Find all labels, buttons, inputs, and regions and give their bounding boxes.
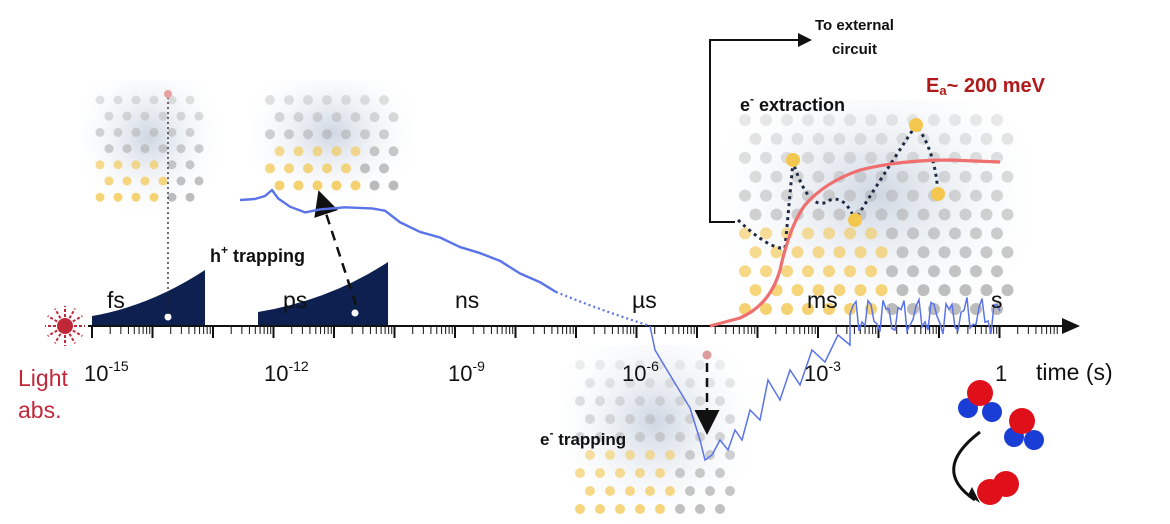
ps-pulse-dot bbox=[351, 309, 359, 317]
excited-electron-dot bbox=[164, 90, 172, 98]
unit-label-s: s bbox=[991, 287, 1003, 313]
tick-label-1e-15: 10-15 bbox=[84, 358, 129, 386]
external-circuit-label: To external circuit bbox=[815, 17, 894, 58]
tick-label-1: 1 bbox=[995, 361, 1008, 386]
time-axis-arrowhead bbox=[1062, 318, 1080, 334]
light-source-icon bbox=[45, 306, 85, 346]
unit-label-us: µs bbox=[632, 287, 657, 313]
lattice-insets bbox=[80, 80, 1028, 524]
unit-label-ms: ms bbox=[807, 287, 838, 313]
e-extraction-label: e- extraction bbox=[740, 92, 846, 115]
transient-trace-dotted-segment bbox=[555, 290, 651, 328]
unit-label-ns: ns bbox=[455, 287, 480, 313]
tick-label-1e-12: 10-12 bbox=[264, 358, 309, 386]
extraction-node-2 bbox=[848, 213, 862, 227]
external-circuit-arrowhead bbox=[798, 33, 812, 47]
tick-label-1e-3: 10-3 bbox=[804, 358, 841, 386]
activation-energy-label: Ea~ 200 meV bbox=[926, 75, 1045, 98]
water-molecules-icon bbox=[952, 380, 1044, 505]
transient-absorption-trace bbox=[239, 188, 557, 294]
ps-pulse-shape bbox=[258, 262, 388, 326]
h-trapping-arrow bbox=[314, 190, 358, 306]
e-trapping-label: e- trapping bbox=[540, 426, 627, 449]
external-circuit-arrow bbox=[709, 39, 800, 223]
unit-label-ps: ps bbox=[283, 287, 308, 313]
extraction-node-3 bbox=[909, 118, 923, 132]
light-absorption-label: Light abs. bbox=[18, 365, 68, 423]
extraction-node-4 bbox=[931, 187, 945, 201]
fs-pulse-dot bbox=[164, 313, 172, 321]
tick-label-1e-6: 10-6 bbox=[622, 358, 659, 386]
tick-label-1e-9: 10-9 bbox=[448, 358, 485, 386]
extraction-node-1 bbox=[786, 153, 800, 167]
trap-origin-dot bbox=[702, 350, 712, 360]
h-trapping-label: h+ trapping bbox=[210, 243, 306, 266]
unit-label-fs: fs bbox=[107, 287, 125, 313]
transient-trace-noisy-tail bbox=[649, 296, 1001, 462]
time-axis-label: time (s) bbox=[1036, 359, 1113, 385]
activation-curve bbox=[709, 158, 1001, 328]
fs-pulse-shape bbox=[92, 270, 205, 326]
